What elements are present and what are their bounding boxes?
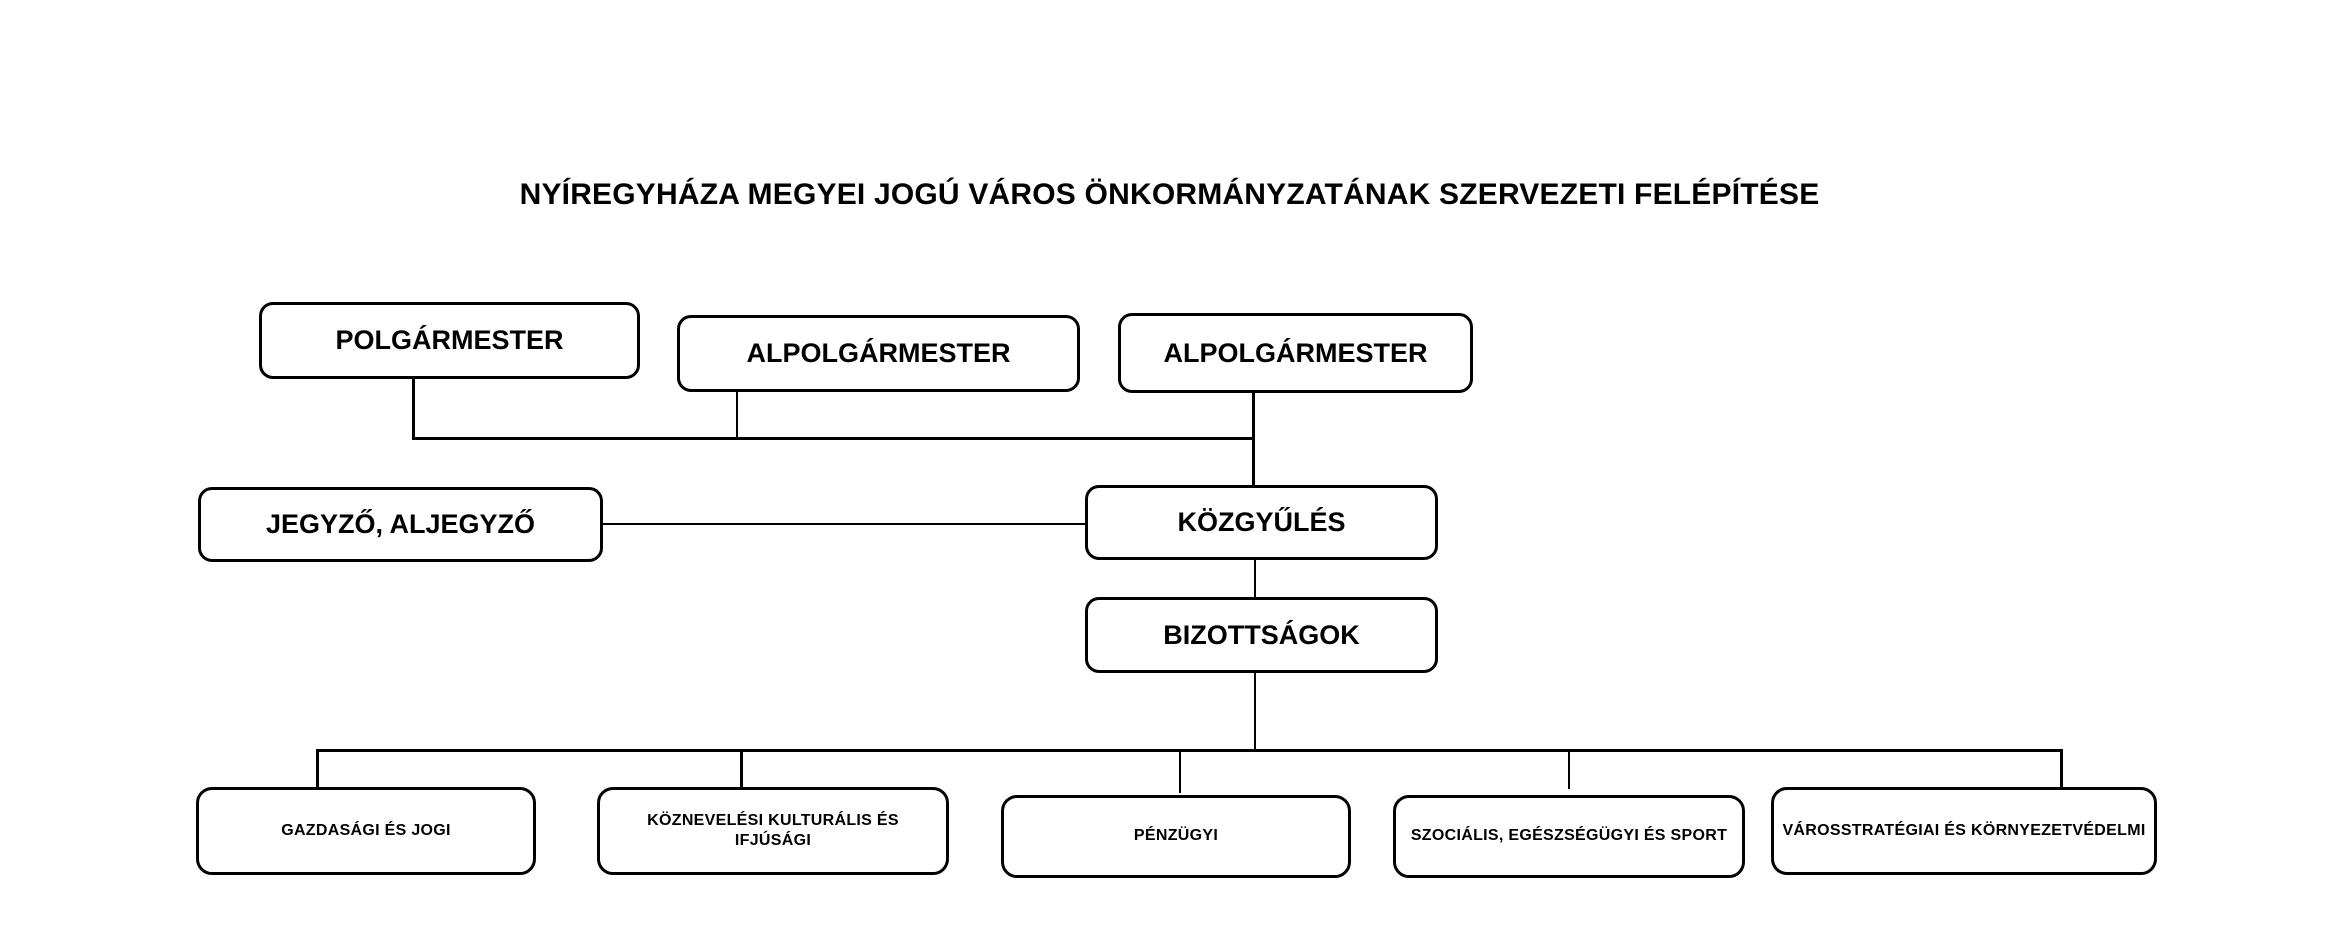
page-title: NYÍREGYHÁZA MEGYEI JOGÚ VÁROS ÖNKORMÁNYZ… (519, 178, 1820, 211)
node-label: PÉNZÜGYI (1133, 827, 1219, 845)
connector-committees-bus (316, 749, 2063, 752)
node-label: VÁROSSTRATÉGIAI ÉS KÖRNYEZETVÉDELMI (1782, 821, 2146, 839)
node-label: POLGÁRMESTER (335, 325, 564, 356)
connector-committee-4-drop (1568, 749, 1570, 789)
node-label: ALPOLGÁRMESTER (746, 338, 1011, 369)
connector-jegyzo-kozgyules (603, 523, 1087, 525)
node-label: ALPOLGÁRMESTER (1163, 337, 1428, 368)
node-gazdasagi-es-jogi[interactable]: GAZDASÁGI ÉS JOGI (196, 787, 536, 875)
connector-bizottsagok-drop (1254, 673, 1256, 751)
connector-committee-1-drop (316, 749, 319, 789)
node-label: SZOCIÁLIS, EGÉSZSÉGÜGYI ÉS SPORT (1410, 827, 1728, 845)
node-label: KÖZGYŰLÉS (1177, 507, 1346, 538)
node-alpolgarmester-2[interactable]: ALPOLGÁRMESTER (1118, 313, 1473, 393)
node-polgarmester[interactable]: POLGÁRMESTER (259, 302, 640, 379)
node-label: GAZDASÁGI ÉS JOGI (281, 821, 451, 839)
connector-committee-3-drop (1179, 749, 1181, 793)
node-penzugyi[interactable]: PÉNZÜGYI (1001, 795, 1351, 878)
node-label: BIZOTTSÁGOK (1163, 619, 1360, 650)
connector-committee-5-drop (2060, 749, 2063, 787)
connector-kozgyules-bizottsagok (1254, 560, 1256, 599)
node-label: JEGYZŐ, ALJEGYZŐ (265, 509, 536, 540)
node-bizottsagok[interactable]: BIZOTTSÁGOK (1085, 597, 1438, 673)
node-jegyzo-aljegyzo[interactable]: JEGYZŐ, ALJEGYZŐ (198, 487, 603, 562)
connector-alpolgarmester-1-drop (736, 392, 738, 439)
node-label: KÖZNEVELÉSI KULTURÁLIS ÉS IFJÚSÁGI (647, 811, 899, 849)
node-szocialis-egeszsegugyi-es-sport[interactable]: SZOCIÁLIS, EGÉSZSÉGÜGYI ÉS SPORT (1393, 795, 1745, 878)
connector-level1-bus (412, 437, 1255, 440)
node-kozgyules[interactable]: KÖZGYŰLÉS (1085, 485, 1438, 560)
node-varosstrategiai-es-kornyezetvedelmi[interactable]: VÁROSSTRATÉGIAI ÉS KÖRNYEZETVÉDELMI (1771, 787, 2157, 875)
node-koznevelesi-kulturalis-es-ifjusagi[interactable]: KÖZNEVELÉSI KULTURÁLIS ÉS IFJÚSÁGI (597, 787, 949, 875)
connector-polgarmester-drop (412, 379, 415, 439)
connector-committee-2-drop (740, 749, 743, 787)
node-alpolgarmester-1[interactable]: ALPOLGÁRMESTER (677, 315, 1080, 392)
